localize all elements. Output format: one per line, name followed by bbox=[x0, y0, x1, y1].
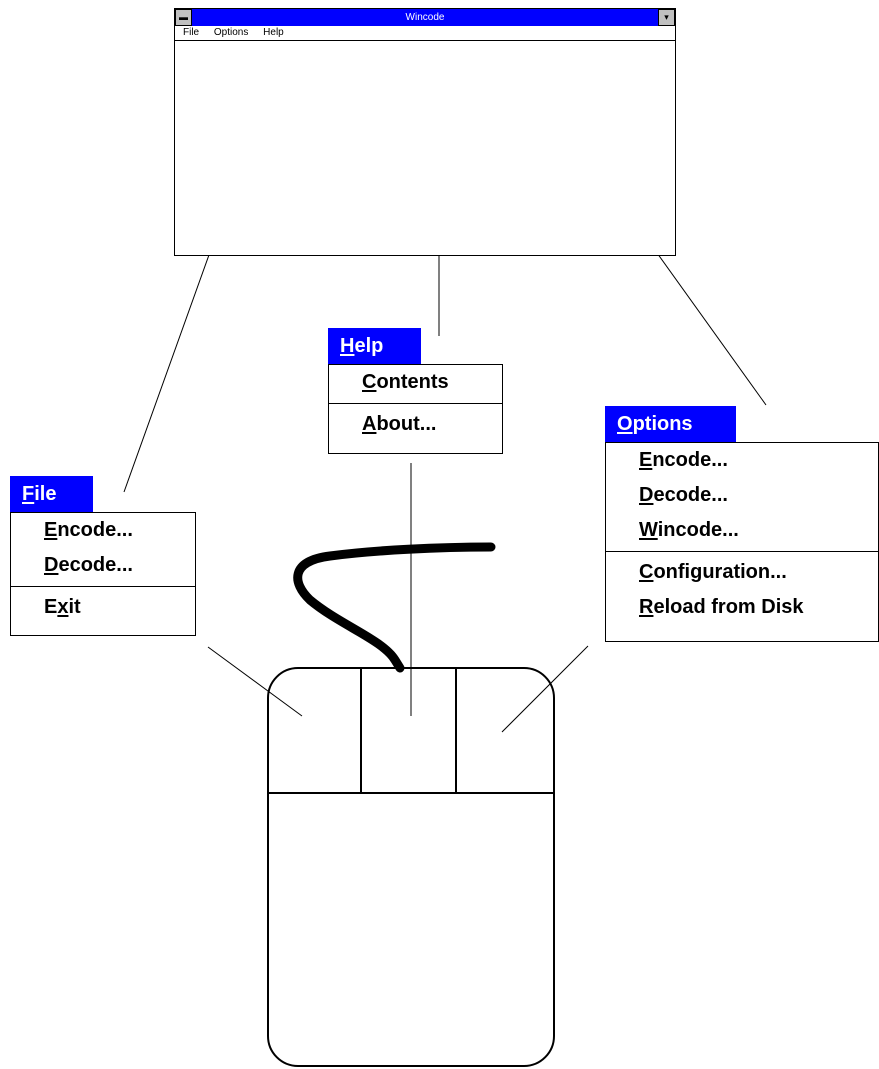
options-menu-item-decode[interactable]: Decode... bbox=[606, 478, 878, 513]
connector-right-button bbox=[501, 645, 589, 733]
menu-separator bbox=[329, 403, 502, 404]
options-menu-item-wincode[interactable]: Wincode... bbox=[606, 513, 878, 548]
window-title: Wincode bbox=[405, 12, 445, 23]
mouse-cord bbox=[293, 542, 496, 673]
label: ecode... bbox=[653, 484, 728, 506]
menu-separator bbox=[606, 551, 878, 552]
options-menu-accel: O bbox=[617, 413, 633, 435]
options-menu-item-reload[interactable]: Reload from Disk bbox=[606, 590, 878, 625]
accel: D bbox=[639, 484, 654, 506]
menubar-options[interactable]: Options bbox=[213, 27, 249, 38]
options-menu-item-configuration[interactable]: Configuration... bbox=[606, 555, 878, 590]
window-title-bar: Wincode ▬ ▾ bbox=[175, 9, 675, 26]
mouse-body bbox=[267, 667, 555, 1067]
file-menu-item-decode[interactable]: Decode... bbox=[11, 548, 195, 583]
label: ncode... bbox=[57, 519, 133, 541]
system-menu-icon[interactable]: ▬ bbox=[175, 9, 192, 26]
accel: A bbox=[362, 413, 377, 435]
menubar-file[interactable]: File bbox=[183, 27, 200, 38]
label: incode... bbox=[657, 519, 739, 541]
file-menu-item-exit[interactable]: Exit bbox=[11, 590, 195, 625]
wincode-window: Wincode ▬ ▾ File Options Help bbox=[174, 8, 676, 256]
accel: C bbox=[639, 561, 654, 583]
label: ncode... bbox=[652, 449, 728, 471]
label-pre: E bbox=[44, 596, 58, 618]
label: bout... bbox=[376, 413, 437, 435]
file-menu-title-text: ile bbox=[34, 483, 57, 505]
accel: x bbox=[57, 596, 69, 618]
accel: E bbox=[44, 519, 58, 541]
file-menu-accel: F bbox=[22, 483, 35, 505]
help-menu-item-contents[interactable]: Contents bbox=[329, 365, 502, 400]
accel: C bbox=[362, 371, 377, 393]
connector-left-button bbox=[207, 646, 303, 717]
menubar-help[interactable]: Help bbox=[263, 27, 284, 38]
menu-separator bbox=[11, 586, 195, 587]
label: eload from Disk bbox=[653, 596, 804, 618]
options-menu-panel: Encode... Decode... Wincode... Configura… bbox=[605, 442, 879, 642]
options-menu-title-text: ptions bbox=[632, 413, 693, 435]
label: it bbox=[68, 596, 81, 618]
options-menu-title[interactable]: Options bbox=[605, 406, 736, 442]
help-menu-panel: Contents About... bbox=[328, 364, 503, 454]
help-menu-title[interactable]: Help bbox=[328, 328, 421, 364]
window-menubar: File Options Help bbox=[175, 26, 675, 41]
file-menu-panel: Encode... Decode... Exit bbox=[10, 512, 196, 636]
label: ecode... bbox=[58, 554, 133, 576]
accel: W bbox=[639, 519, 658, 541]
label: ontents bbox=[376, 371, 449, 393]
accel: D bbox=[44, 554, 59, 576]
help-menu-item-about[interactable]: About... bbox=[329, 407, 502, 442]
accel: E bbox=[639, 449, 653, 471]
options-menu-item-encode[interactable]: Encode... bbox=[606, 443, 878, 478]
accel: R bbox=[639, 596, 654, 618]
chevron-down-icon[interactable]: ▾ bbox=[658, 9, 675, 26]
file-menu-item-encode[interactable]: Encode... bbox=[11, 513, 195, 548]
label: onfiguration... bbox=[653, 561, 787, 583]
help-menu-accel: H bbox=[340, 335, 355, 357]
help-menu-title-text: elp bbox=[354, 335, 384, 357]
file-menu-title[interactable]: File bbox=[10, 476, 93, 512]
